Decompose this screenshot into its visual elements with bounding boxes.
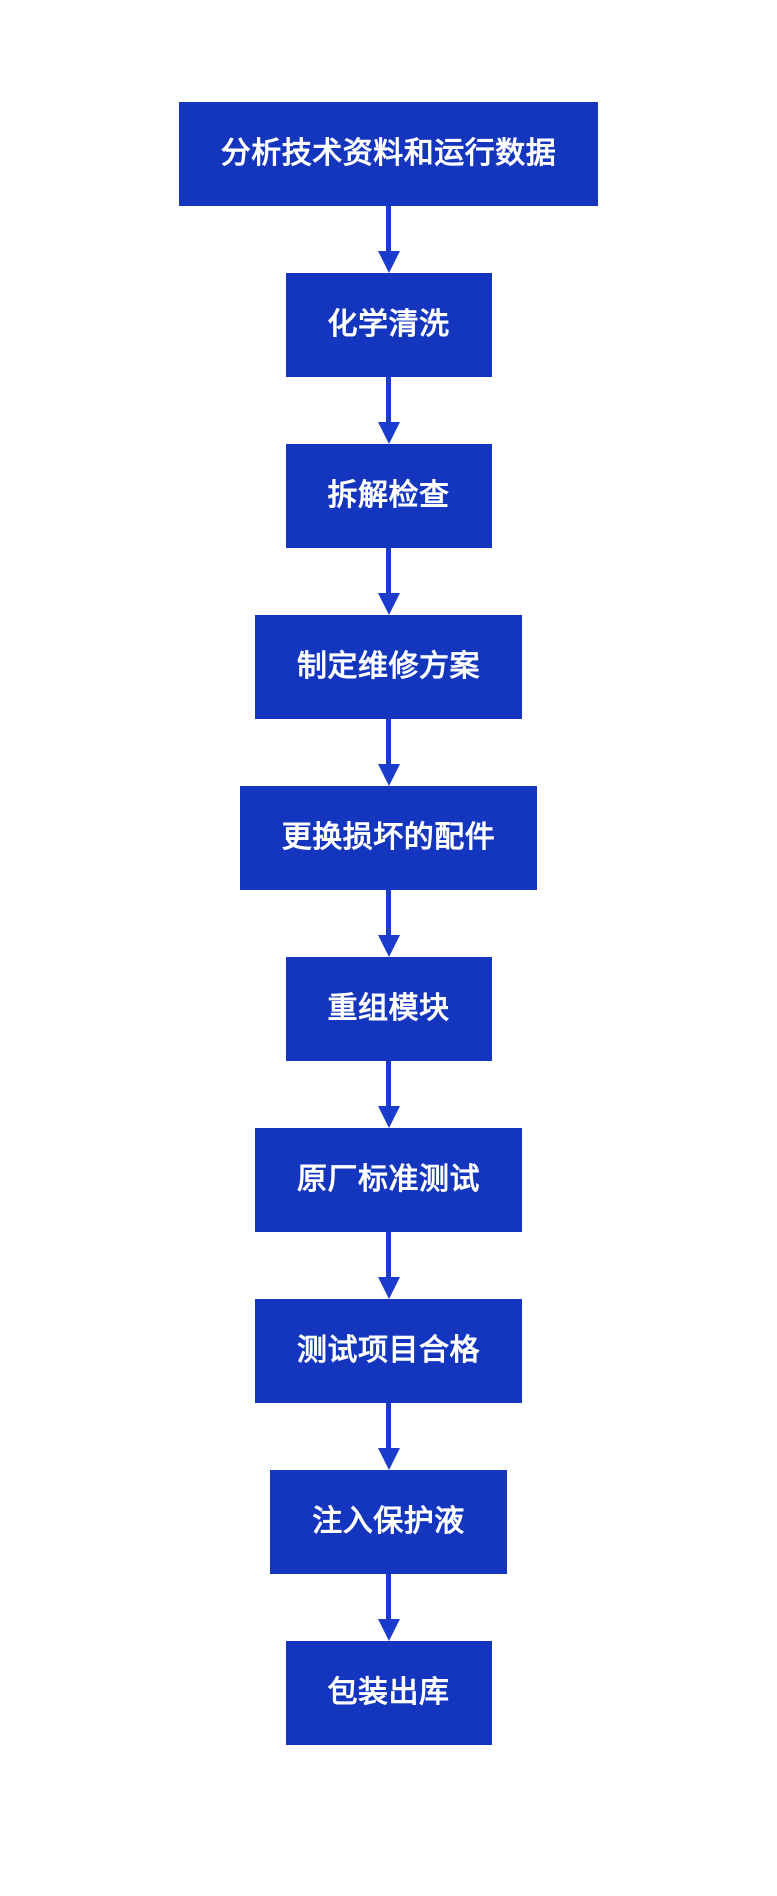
flowchart: 分析技术资料和运行数据 化学清洗 拆解检查 制定维修方案 bbox=[178, 102, 599, 1745]
flow-step: 重组模块 bbox=[285, 957, 492, 1128]
flow-step-box: 原厂标准测试 bbox=[255, 1128, 522, 1232]
arrow-head-icon bbox=[377, 1619, 400, 1641]
flow-step: 注入保护液 bbox=[270, 1470, 507, 1641]
flow-step: 包装出库 bbox=[285, 1641, 492, 1745]
flow-step: 制定维修方案 bbox=[255, 615, 522, 786]
arrow-line bbox=[386, 548, 391, 593]
flow-step: 分析技术资料和运行数据 bbox=[178, 102, 599, 273]
arrow-line bbox=[386, 719, 391, 764]
arrow-line bbox=[386, 1232, 391, 1277]
flow-step-box: 分析技术资料和运行数据 bbox=[178, 102, 599, 206]
arrow-head-icon bbox=[377, 935, 400, 957]
arrow-line bbox=[386, 1403, 391, 1448]
arrow-line bbox=[386, 1061, 391, 1106]
flow-step-box: 拆解检查 bbox=[285, 444, 492, 548]
flow-step-label: 包装出库 bbox=[327, 1676, 450, 1709]
flow-step-label: 化学清洗 bbox=[327, 308, 450, 341]
down-arrow bbox=[377, 1232, 400, 1299]
flow-step-label: 拆解检查 bbox=[327, 479, 450, 512]
down-arrow bbox=[377, 719, 400, 786]
flow-step-box: 化学清洗 bbox=[285, 273, 492, 377]
down-arrow bbox=[377, 206, 400, 273]
down-arrow bbox=[377, 548, 400, 615]
flow-step-box: 注入保护液 bbox=[270, 1470, 507, 1574]
flow-step: 更换损坏的配件 bbox=[239, 786, 538, 957]
flow-step-box: 测试项目合格 bbox=[255, 1299, 522, 1403]
flow-step: 拆解检查 bbox=[285, 444, 492, 615]
flow-step-label: 更换损坏的配件 bbox=[281, 821, 496, 854]
flow-step: 测试项目合格 bbox=[255, 1299, 522, 1470]
arrow-head-icon bbox=[377, 593, 400, 615]
flow-step-box: 重组模块 bbox=[285, 957, 492, 1061]
flow-step-box: 更换损坏的配件 bbox=[239, 786, 538, 890]
flow-step-box: 制定维修方案 bbox=[255, 615, 522, 719]
flow-step-label: 制定维修方案 bbox=[297, 650, 480, 683]
arrow-line bbox=[386, 1574, 391, 1619]
flow-step-label: 原厂标准测试 bbox=[297, 1163, 480, 1196]
arrow-head-icon bbox=[377, 1106, 400, 1128]
flow-step-label: 重组模块 bbox=[327, 992, 450, 1025]
arrow-line bbox=[386, 890, 391, 935]
flow-step-label: 测试项目合格 bbox=[297, 1334, 480, 1367]
arrow-head-icon bbox=[377, 764, 400, 786]
down-arrow bbox=[377, 890, 400, 957]
arrow-head-icon bbox=[377, 1448, 400, 1470]
arrow-line bbox=[386, 377, 391, 422]
down-arrow bbox=[377, 1574, 400, 1641]
down-arrow bbox=[377, 377, 400, 444]
flow-step: 化学清洗 bbox=[285, 273, 492, 444]
arrow-head-icon bbox=[377, 1277, 400, 1299]
flow-step: 原厂标准测试 bbox=[255, 1128, 522, 1299]
arrow-head-icon bbox=[377, 422, 400, 444]
flow-step-label: 注入保护液 bbox=[312, 1505, 465, 1538]
down-arrow bbox=[377, 1403, 400, 1470]
down-arrow bbox=[377, 1061, 400, 1128]
flow-step-box: 包装出库 bbox=[285, 1641, 492, 1745]
flow-step-label: 分析技术资料和运行数据 bbox=[220, 137, 557, 170]
arrow-line bbox=[386, 206, 391, 251]
arrow-head-icon bbox=[377, 251, 400, 273]
